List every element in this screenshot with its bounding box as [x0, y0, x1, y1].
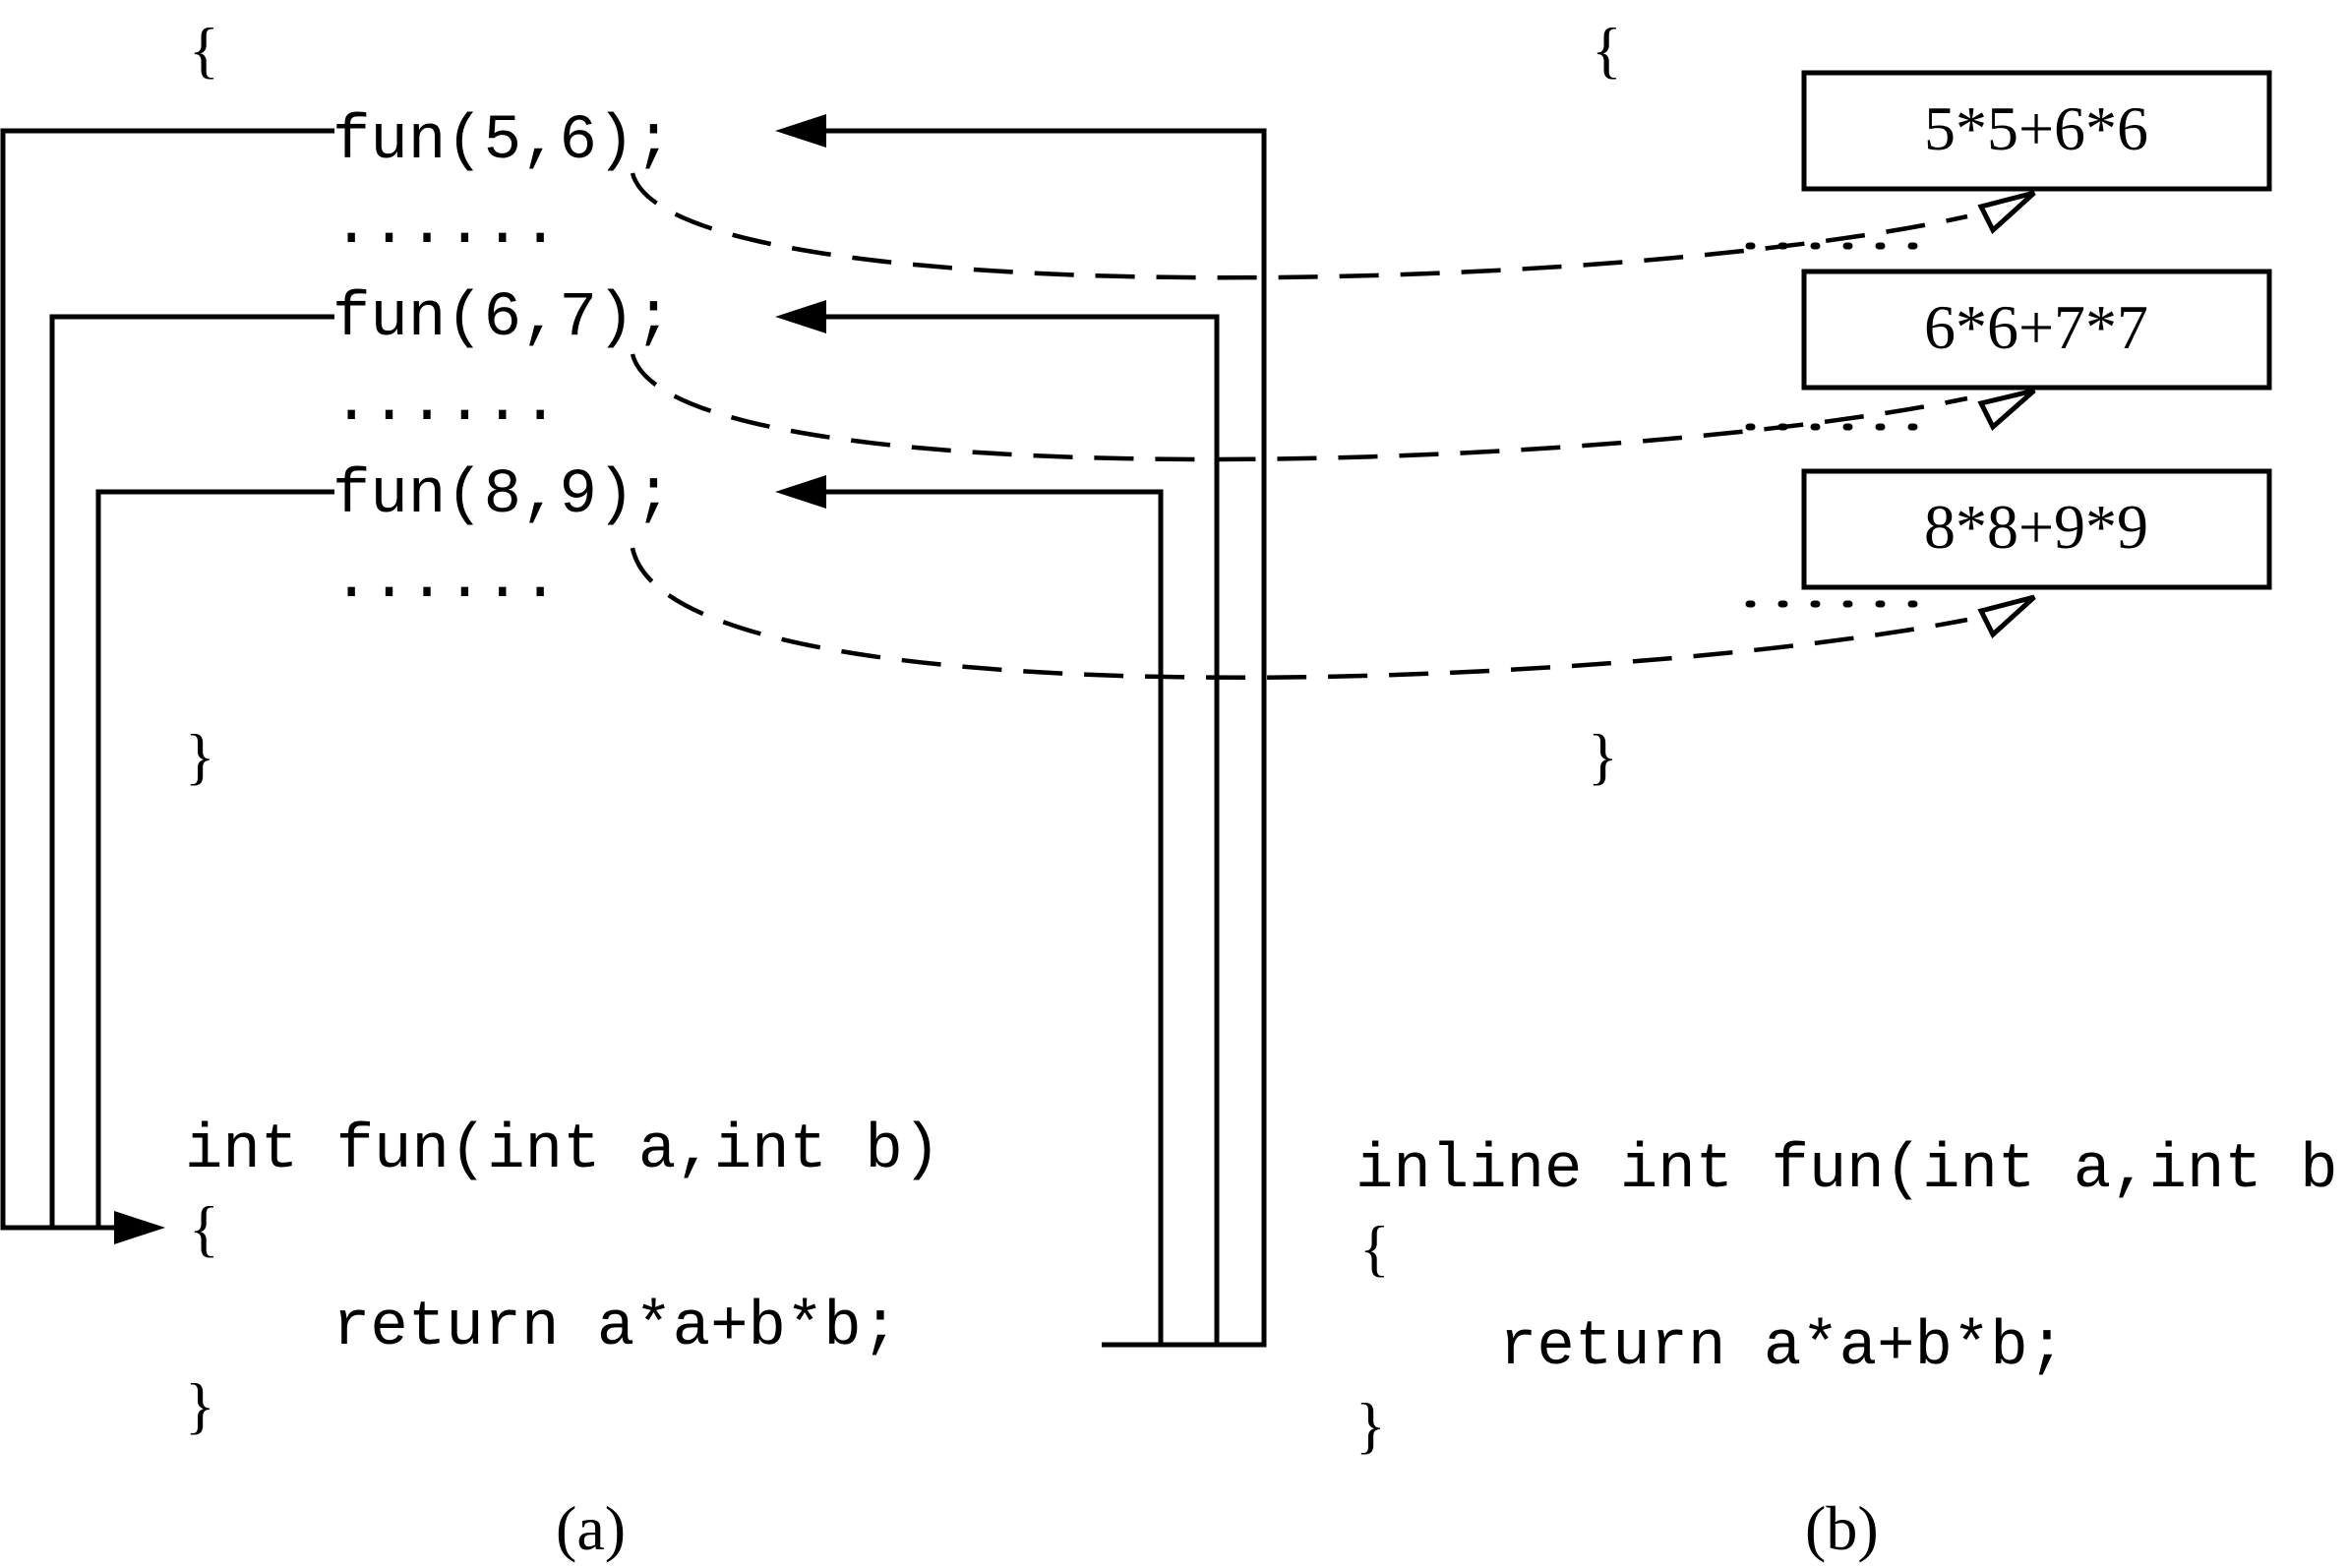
inline-func-open-brace: {: [1359, 1213, 1390, 1283]
expansion-curve-3: [630, 547, 1968, 681]
ellipsis-3: ......: [332, 545, 559, 616]
expansion-curve-2: [630, 353, 1968, 462]
call-arrow-head: [114, 1211, 165, 1244]
inline-func-signature: inline int fun(int a,int b): [1355, 1135, 2348, 1206]
func-signature: int fun(int a,int b): [185, 1116, 940, 1186]
call-line-3: [95, 489, 334, 1228]
call-line-1: [0, 128, 334, 1231]
main-open-brace: {: [189, 15, 219, 85]
func-open-brace: {: [189, 1193, 219, 1263]
ellipsis-2: ......: [332, 368, 559, 439]
func-close-brace: }: [185, 1370, 215, 1440]
expansion-box-1: [1801, 70, 2272, 192]
ellipsis-1: ......: [332, 191, 559, 262]
return-arrow-head-3: [775, 475, 826, 509]
expansion-text-1: 5*5+6*6: [1924, 93, 2148, 163]
call-3: fun(8,9);: [332, 460, 673, 531]
inline-main-close-brace: }: [1588, 721, 1618, 791]
inline-main-open-brace: {: [1592, 15, 1622, 85]
expansion-arrow-head-2: [1977, 388, 2036, 432]
main-close-brace: }: [185, 721, 215, 791]
expansion-box-2: [1801, 269, 2272, 391]
expansion-arrow-head-3: [1977, 594, 2036, 639]
call-1: fun(5,6);: [332, 106, 673, 177]
expansion-curve-1: [630, 172, 1968, 280]
call-line-2: [49, 314, 334, 1228]
return-line-1: [824, 128, 1267, 1348]
caption-a: (a): [556, 1493, 626, 1563]
inline-func-close-brace: }: [1355, 1390, 1386, 1460]
return-line-2: [824, 314, 1220, 1345]
inline-func-body: return a*a+b*b;: [1499, 1312, 2066, 1383]
func-body: return a*a+b*b;: [332, 1293, 899, 1363]
return-line-3: [824, 489, 1164, 1345]
expansion-text-3: 8*8+9*9: [1924, 492, 2148, 562]
expansion-arrow-head-1: [1977, 190, 2036, 235]
return-arrow-head-1: [775, 114, 826, 148]
call-2: fun(6,7);: [332, 283, 673, 354]
expansion-box-3: [1801, 468, 2272, 590]
caption-b: (b): [1805, 1493, 1879, 1563]
return-arrow-head-2: [775, 300, 826, 333]
expansion-text-2: 6*6+7*7: [1924, 292, 2148, 362]
